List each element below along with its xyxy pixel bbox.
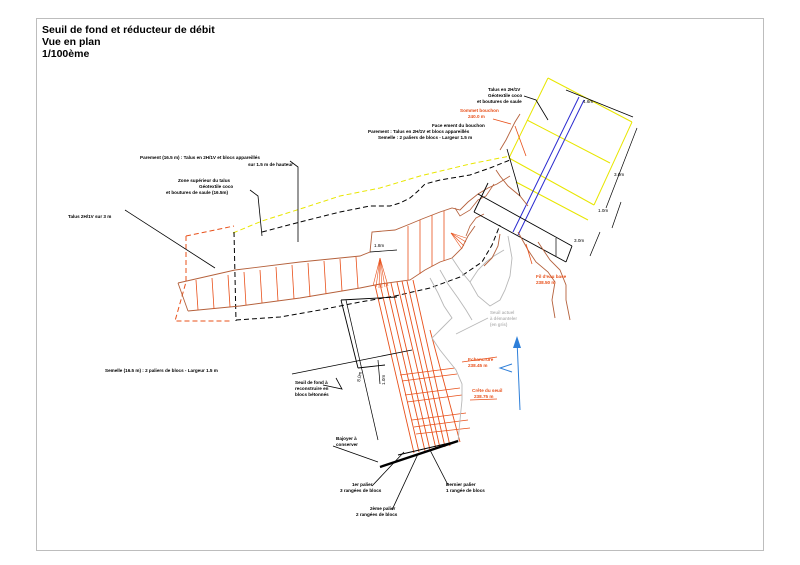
drawing-title: Seuil de fond et réducteur de débit — [42, 24, 215, 36]
upper-talus-band — [177, 175, 511, 284]
left-end-dashed-outline — [174, 225, 235, 322]
label-parement-line1: Parement (16.5 m) : Talus en 2H/1V et bl… — [140, 155, 260, 160]
dim-18m: 1.8m — [374, 243, 384, 248]
upper-right-talus-hatching — [407, 211, 445, 280]
label-seuil-actuel-line2: à démanteler — [490, 316, 517, 321]
label-zone-line3: et boutures de saule (16.5m) — [166, 190, 229, 195]
left-talus-end — [177, 282, 189, 312]
label-bajoyer-line2: conserver — [336, 442, 358, 447]
label-seuil-line1: Seuil de fond à — [295, 380, 328, 385]
seuil-actuel-leader — [455, 317, 489, 335]
label-palier1-line1: 1er palier — [352, 482, 373, 487]
dimension-80-line — [345, 299, 379, 441]
dim-46m: 4.6m — [583, 99, 593, 104]
bajoyer-wall — [379, 439, 459, 469]
orange-leaders — [461, 118, 533, 401]
fan-symbol-right — [450, 232, 467, 250]
dim-30m-b: 3.0m — [574, 238, 584, 243]
right-dimension-lines — [555, 89, 638, 257]
drawing-subtitle: Vue en plan — [42, 36, 101, 48]
label-seuil-actuel-line1: Seuil actuel — [490, 310, 514, 315]
label-palier2-line1: 2ème palier — [370, 506, 395, 511]
black-leaders — [124, 95, 549, 511]
label-talus-3m: Talus 2H/1V sur 3 m — [68, 214, 111, 219]
bouchon-brown-outline — [483, 113, 571, 321]
dim-10m-a: 1.0m — [598, 208, 608, 213]
left-talus-hatching — [195, 256, 359, 311]
label-sommet-line1: Sommet bouchon — [460, 108, 499, 113]
label-semelle: Semelle (16.5 m) : 2 paliers de blocs - … — [105, 368, 218, 373]
label-fil-line1: Fil d'eau base — [536, 274, 567, 279]
bouchon-yellow-grid — [508, 77, 633, 221]
dimension-10-line — [377, 359, 381, 385]
seuil-black-frame — [340, 296, 398, 369]
label-parement-line2: sur 1.5 m de hauteur — [248, 162, 293, 167]
label-talus2-line3: et boutures de saule — [477, 99, 522, 104]
label-fil-line2: 238.50 m — [536, 280, 555, 285]
dimension-18-line — [369, 249, 398, 253]
upper-talus-dashed-line — [232, 155, 511, 234]
drawing-scale: 1/100ème — [42, 48, 90, 60]
outer-dashed-line-upper — [261, 159, 511, 233]
label-echancrure-line1: Echancrure — [468, 357, 494, 362]
label-sommet-line2: 240.0 m — [468, 114, 485, 119]
label-echancrure-line2: 238.45 m — [468, 363, 487, 368]
label-palier2-line2: 2 rangées de blocs — [356, 512, 398, 517]
label-palier1-line2: 3 rangées de blocs — [340, 488, 382, 493]
label-seuil-line3: blocs bétonnés — [295, 392, 329, 397]
seuil-cross-lines — [399, 367, 471, 435]
inner-dashed-line-lower — [235, 224, 501, 321]
left-dashed-vertical — [233, 231, 237, 322]
bouchon-blue-lines — [512, 96, 585, 236]
seuil-orange-lines — [374, 279, 461, 454]
label-face-line1: Face ement du bouchon — [432, 123, 485, 128]
bajoyer-wall-inner — [397, 440, 459, 456]
label-seuil-actuel-line3: (en gris) — [490, 322, 508, 327]
label-face-line3: Semelle : 2 paliers de blocs - Largeur 1… — [378, 135, 472, 140]
label-zone-line1: Zone supérieur du talus — [178, 178, 231, 183]
label-talus2-line1: Talus en 2H/1V — [488, 87, 521, 92]
dim-10m-b: 1.0m — [381, 375, 386, 385]
label-dernier-line2: 1 rangée de blocs — [446, 488, 485, 493]
drawing-frame — [36, 18, 764, 551]
dim-80m: 8.0m — [356, 371, 363, 382]
north-arrow — [498, 336, 521, 411]
label-face-line2: Parement : Talus en 2H/1V et blocs appar… — [368, 129, 470, 134]
junction-brown-outline — [454, 183, 495, 237]
label-crete-line2: 238.75 m — [474, 394, 493, 399]
fan-symbol-left — [372, 257, 389, 289]
label-crete-line1: Crête du seuil — [472, 388, 502, 393]
label-dernier-line1: Dernier palier — [446, 482, 476, 487]
label-seuil-line2: reconstruire en — [295, 386, 329, 391]
label-bajoyer-line1: Bajoyer à — [336, 436, 357, 441]
label-zone-line2: Géotextile coco — [199, 184, 233, 189]
label-talus2-line2: Géotextile coco — [488, 93, 522, 98]
existing-seuil-gray-lines — [429, 235, 513, 443]
upper-talus-band-lower-edge — [187, 225, 476, 312]
dim-30m-a: 3.0m — [614, 172, 624, 177]
bouchon-black-lines — [473, 182, 573, 263]
